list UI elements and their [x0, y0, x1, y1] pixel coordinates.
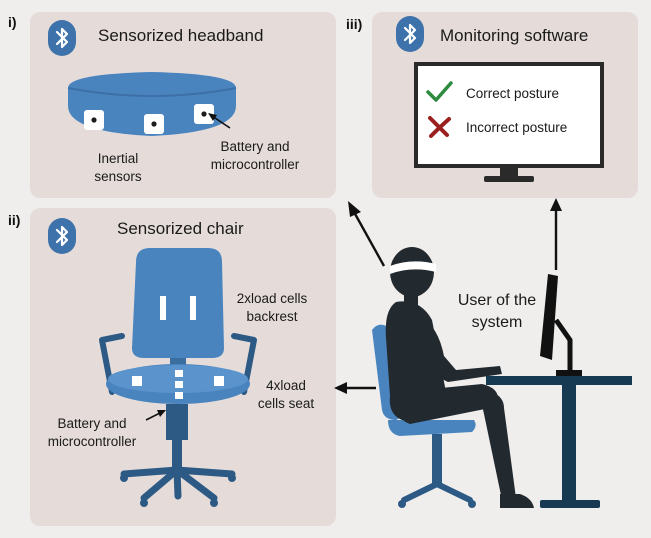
chair-battery-label: Battery and microcontroller [47, 416, 137, 449]
cross-icon [428, 116, 451, 138]
correct-posture-label: Correct posture [466, 86, 560, 101]
user-figure [385, 247, 534, 508]
inertial-sensors-label: Inertial sensors [94, 151, 142, 184]
incorrect-posture-label: Incorrect posture [466, 120, 568, 135]
chair-illustration [99, 248, 257, 507]
seat-load-cells-label: 4xload cells seat [257, 378, 315, 411]
user-label: User of the system [457, 292, 537, 331]
panel-label-ii: ii) [8, 212, 21, 228]
software-title: Monitoring software [440, 26, 589, 45]
panel-label-iii: iii) [346, 16, 363, 32]
arrow-to-headband [348, 201, 386, 267]
headband-title: Sensorized headband [98, 26, 264, 45]
headband-illustration [67, 72, 237, 136]
chair-title: Sensorized chair [117, 219, 244, 238]
headband-battery-label: Battery and microcontroller [210, 139, 300, 172]
backrest-load-cells-label: 2xload cells backrest [236, 291, 308, 324]
desk-illustration [486, 376, 632, 508]
desk-monitor [540, 274, 582, 376]
bluetooth-icon [46, 216, 78, 256]
panel-label-i: i) [8, 14, 17, 30]
arrow-to-software [550, 198, 562, 270]
monitor-icon [414, 62, 604, 182]
bluetooth-icon [394, 14, 426, 54]
check-icon [426, 81, 453, 102]
bluetooth-icon [46, 18, 78, 58]
arrow-to-chair [334, 382, 376, 394]
